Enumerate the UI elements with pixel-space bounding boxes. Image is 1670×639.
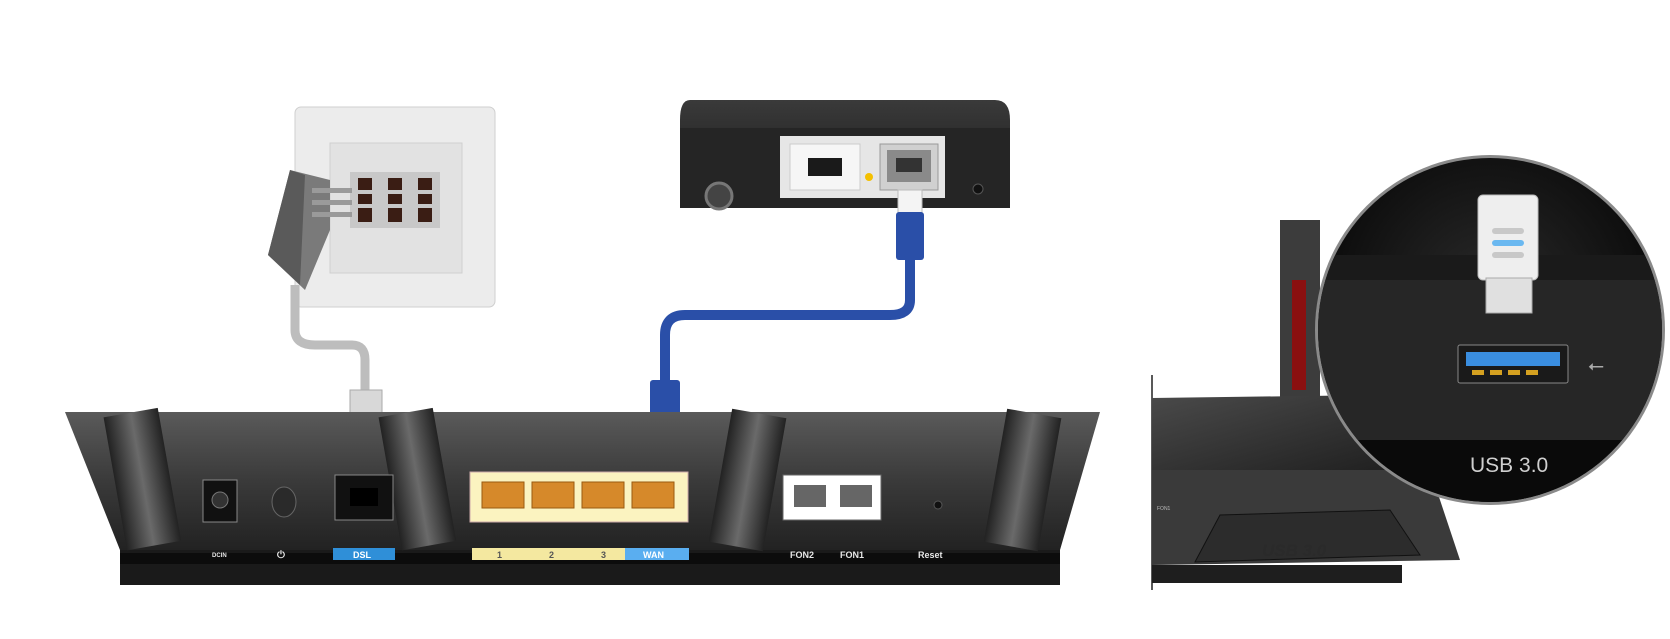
usb-callout-label: USB 3.0	[1470, 454, 1548, 477]
usb-callout: ⭠ USB 3.0	[1315, 155, 1665, 505]
usb-plug	[1477, 194, 1539, 314]
label-reset: Reset	[918, 550, 943, 560]
rj45-plug-modem	[896, 189, 924, 260]
power-icon: ⏻	[277, 549, 285, 561]
label-wan: WAN	[643, 550, 664, 560]
tae-plug	[268, 170, 352, 290]
phone-cable	[290, 285, 370, 395]
label-lan3: 3	[601, 550, 606, 560]
label-fon1: FON1	[840, 550, 864, 560]
side-fon-label: FON1	[1157, 506, 1171, 512]
ethernet-cable	[660, 255, 915, 385]
label-lan2: 2	[549, 550, 554, 560]
phone-wall-socket	[294, 106, 496, 308]
modem	[680, 100, 1010, 211]
label-lan1: 1	[497, 550, 502, 560]
usb-emboss-label: USB 3.0	[1262, 541, 1327, 560]
label-dc-in: DCIN	[212, 553, 227, 559]
router-back-panel: DCIN ⏻ DSL 1 2 3 WAN FON2 FON1 Reset	[65, 407, 1100, 585]
label-fon2: FON2	[790, 550, 814, 560]
usb-symbol-icon: ⭠	[1588, 353, 1604, 377]
label-dsl: DSL	[353, 550, 372, 560]
